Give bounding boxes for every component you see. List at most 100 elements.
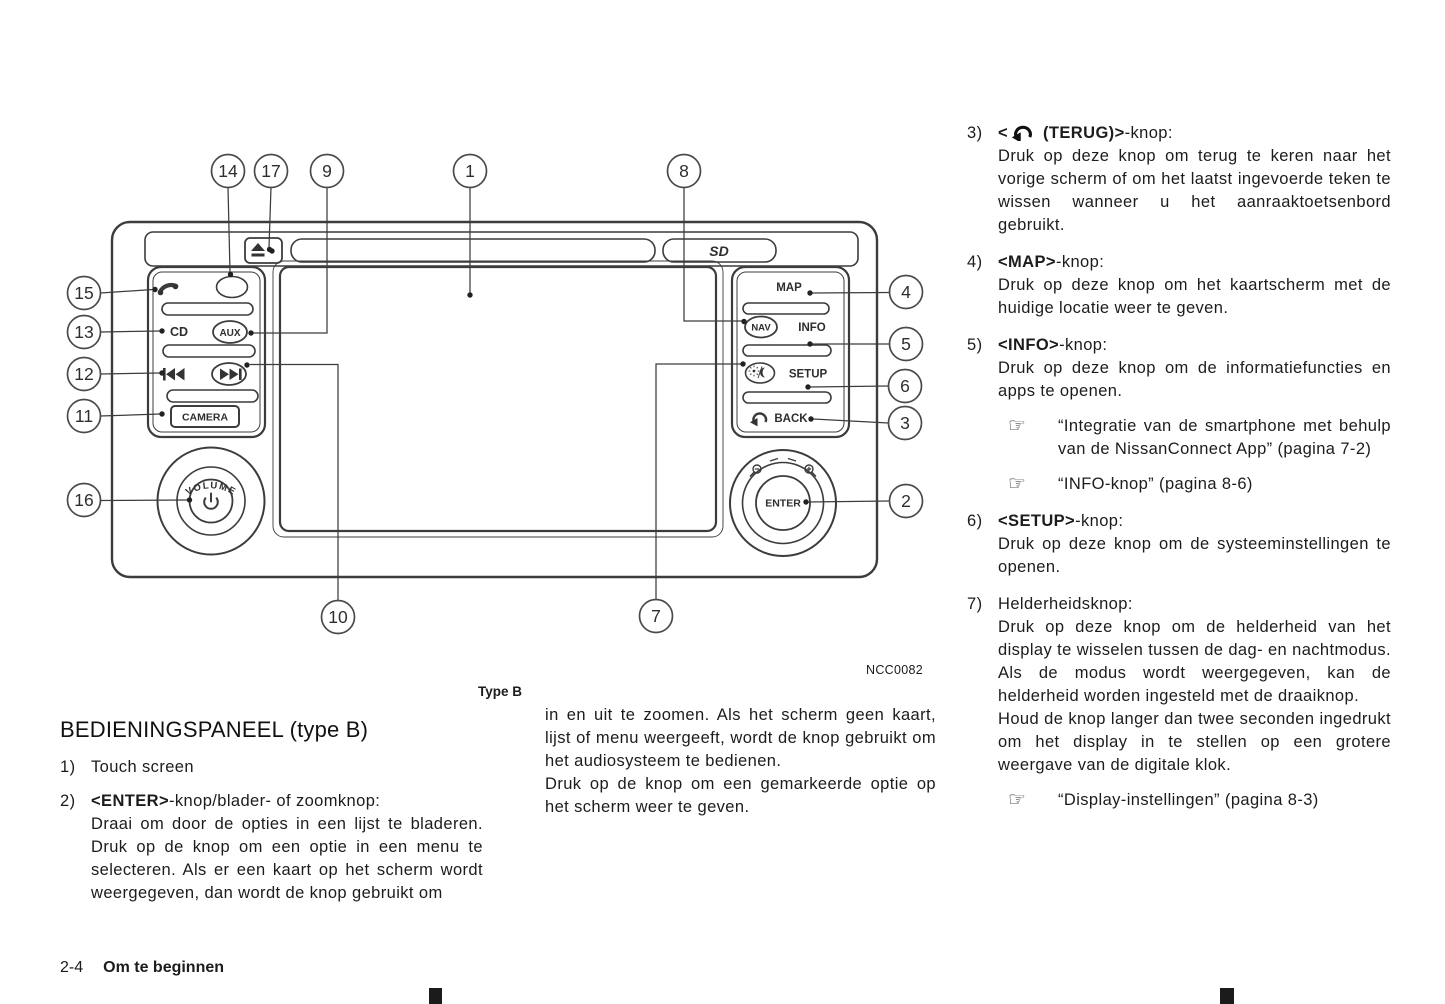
- svg-text:2: 2: [901, 491, 911, 511]
- svg-text:17: 17: [261, 161, 280, 181]
- list-item-5: 5) <INFO>-knop: Druk op deze knop om de …: [967, 334, 1391, 496]
- list-item-3: 3) < (TERUG)>-knop: Druk op deze knop om…: [967, 122, 1391, 237]
- print-mark: [429, 988, 442, 1004]
- footer-section-title: Om te beginnen: [103, 959, 225, 976]
- item-label: <MAP>-knop:: [998, 253, 1105, 271]
- pointing-hand-icon: ☞: [1008, 473, 1027, 495]
- hands-free-sensor: [215, 275, 249, 299]
- callout-leader-dots: [152, 246, 814, 505]
- callout-leader-lines: [100, 187, 890, 601]
- svg-text:6: 6: [900, 376, 910, 396]
- svg-text:15: 15: [74, 283, 93, 303]
- nav-button-label: NAV: [751, 323, 771, 334]
- pointing-hand-icon: ☞: [1008, 415, 1027, 437]
- item-body: Druk op deze knop om het kaartscherm met…: [998, 276, 1391, 317]
- figure-caption: Type B: [477, 684, 522, 699]
- list-item-2: 2) <ENTER>-knop/blader- of zoomknop: Dra…: [60, 790, 483, 905]
- button-slot: [742, 344, 832, 357]
- button-slot: [166, 389, 259, 403]
- item-number: 4): [967, 253, 983, 271]
- cross-reference: ☞ “Display-instellingen” (pagina 8-3): [1008, 789, 1391, 812]
- item-number: 5): [967, 336, 983, 354]
- left-column: BEDIENINGSPANEEL (type B) 1) Touch scree…: [60, 716, 483, 916]
- item-label: <INFO>-knop:: [998, 336, 1108, 354]
- nav-button: [744, 315, 778, 339]
- svg-text:7: 7: [651, 606, 661, 626]
- eject-icon-bar: [251, 253, 265, 257]
- item-body: Houd de knop langer dan twee seconden in…: [998, 710, 1391, 774]
- zoom-out-icon: [749, 464, 762, 477]
- item-number: 7): [967, 595, 983, 613]
- eject-icon: [251, 243, 265, 251]
- zoom-in-icon: [804, 464, 817, 477]
- pointing-hand-icon: ☞: [1008, 789, 1027, 811]
- button-slot: [742, 302, 830, 315]
- previous-track-icon: [163, 368, 185, 381]
- right-button-panel: MAP NAV INFO SETUP BACK: [730, 265, 851, 439]
- head-unit-body: [110, 220, 879, 579]
- svg-text:10: 10: [328, 607, 348, 627]
- item-body: Druk op deze knop om de systeeminstellin…: [998, 535, 1391, 576]
- cd-button-label: CD: [170, 325, 188, 339]
- item-label: Helderheidsknop:: [998, 595, 1133, 613]
- item2-body-continued: in en uit te zoomen. Als het scherm geen…: [545, 706, 936, 770]
- list-item-1: 1) Touch screen: [60, 756, 483, 779]
- item-number: 3): [967, 124, 983, 142]
- reference-text: “Integratie van de smartphone met be­hul…: [1058, 417, 1391, 458]
- figure-code: NCC0082: [866, 663, 923, 677]
- right-panel-inner-frame: [736, 271, 845, 433]
- left-panel-frame: [146, 265, 267, 439]
- cross-reference: ☞ “Integratie van de smartphone met be­h…: [1008, 415, 1391, 461]
- item-number: 2): [60, 792, 76, 810]
- camera-button-label: CAMERA: [182, 412, 228, 424]
- power-icon: [203, 492, 219, 510]
- svg-text:3: 3: [900, 413, 910, 433]
- svg-text:1: 1: [465, 161, 475, 181]
- item-label: <SETUP>-knop:: [998, 512, 1124, 530]
- svg-text:8: 8: [679, 161, 689, 181]
- item-number: 6): [967, 512, 983, 530]
- aux-button-label: AUX: [219, 328, 240, 339]
- item-body: Draai om door de opties in een lijst te …: [91, 815, 483, 902]
- svg-text:9: 9: [322, 161, 332, 181]
- item-number: 1): [60, 758, 76, 776]
- right-panel-frame: [730, 265, 851, 439]
- reference-text: “INFO-knop” (pagina 8-6): [1058, 475, 1253, 493]
- volume-knob: VOLUME: [156, 446, 266, 556]
- next-track-icon: [220, 368, 242, 380]
- section-heading: BEDIENINGSPANEEL (type B): [60, 717, 369, 742]
- back-arrow-icon: [750, 412, 768, 427]
- cross-reference: ☞ “INFO-knop” (pagina 8-6): [1008, 473, 1391, 496]
- svg-text:13: 13: [74, 322, 93, 342]
- control-panel-diagram: SD CD AUX CAMERA: [66, 153, 924, 635]
- enter-knob: ENTER: [729, 449, 837, 557]
- right-column: 3) < (TERUG)>-knop: Druk op deze knop om…: [967, 122, 1391, 826]
- item-label: <ENTER>-knop/blader- of zoomknop:: [91, 792, 381, 810]
- eject-button: [244, 237, 283, 264]
- phone-icon: [157, 282, 179, 296]
- svg-text:5: 5: [901, 334, 911, 354]
- print-mark: [1220, 988, 1234, 1004]
- next-track-button: [211, 362, 247, 386]
- enter-knob-label: ENTER: [765, 498, 801, 510]
- setup-button-label: SETUP: [789, 369, 828, 381]
- item-label: < (TERUG)>-knop:: [998, 124, 1173, 142]
- callout-circles: [66, 153, 924, 635]
- item-label: Touch screen: [91, 758, 194, 776]
- back-arrow-icon: [1011, 125, 1032, 141]
- middle-column: in en uit te zoomen. Als het scherm geen…: [545, 704, 936, 819]
- item-body: Druk op deze knop om de informatiefuncti…: [998, 359, 1391, 400]
- list-item-4: 4) <MAP>-knop: Druk op deze knop om het …: [967, 251, 1391, 320]
- info-button-label: INFO: [798, 322, 826, 334]
- button-slot: [742, 391, 832, 404]
- zoom-scale-dashes: [769, 457, 797, 462]
- callout-numbers: 14 17 9 1 8 15 13 12 11 16 4 5 6 3 2 10 …: [74, 161, 911, 627]
- list-item-7: 7) Helderheidsknop: Druk op deze knop om…: [967, 593, 1391, 812]
- sd-card-slot: [662, 238, 777, 263]
- sd-logo: SD: [709, 243, 728, 259]
- left-button-panel: CD AUX CAMERA: [146, 265, 267, 439]
- disc-slot: [290, 238, 656, 263]
- svg-text:12: 12: [74, 364, 93, 384]
- left-panel-inner-frame: [152, 271, 261, 433]
